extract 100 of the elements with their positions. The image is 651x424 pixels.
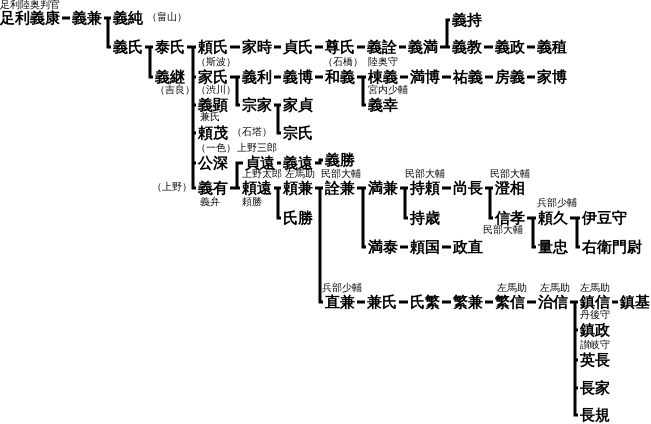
connector-line <box>357 300 365 304</box>
person-name: 詮兼 <box>325 179 355 197</box>
connector-line <box>277 162 281 164</box>
person-name: 家貞 <box>283 96 313 114</box>
person-name: 義持 <box>452 11 482 29</box>
connector-line <box>399 300 408 304</box>
annotation-label: 丹後守 <box>580 310 610 322</box>
annotation-label: 義弁 <box>200 197 220 209</box>
person-name: 長家 <box>580 379 610 397</box>
connector-line <box>527 216 536 248</box>
annotation-label: （上野） <box>152 182 192 194</box>
person-name: 宗家 <box>242 96 272 114</box>
person-name: 貞氏 <box>283 38 313 56</box>
annotation-label: 頼勝 <box>242 197 262 209</box>
person-name: 頼遠 <box>242 179 272 197</box>
person-name: 頼兼 <box>283 179 313 197</box>
connector-line <box>274 76 281 78</box>
connector-line <box>230 76 240 106</box>
connector-line <box>484 46 493 48</box>
annotation-label: 左馬助 <box>285 169 315 180</box>
connector-line <box>570 216 580 248</box>
connector-line <box>187 46 196 190</box>
person-name: 義氏 <box>113 38 143 56</box>
connector-line <box>527 300 536 304</box>
annotation-label: （畠山） <box>147 12 187 24</box>
connector-line <box>274 46 281 48</box>
annotation-label: 民部大輔 <box>490 169 530 180</box>
person-name: 尚長 <box>453 179 483 197</box>
person-name: 義教 <box>452 38 482 56</box>
person-name: 家時 <box>242 38 272 56</box>
connector-line <box>357 46 365 48</box>
person-name: 義政 <box>495 38 525 56</box>
person-name: 鎮基 <box>620 293 650 311</box>
annotation-label: （斯波） <box>196 57 236 69</box>
connector-line <box>104 16 111 48</box>
annotation-label: 民部大輔 <box>405 169 445 180</box>
connector-line <box>357 76 366 106</box>
person-name: 義継 <box>155 68 185 86</box>
connector-line <box>357 186 366 248</box>
annotation-label: 讃岐守 <box>580 340 610 352</box>
person-name: 兼氏 <box>367 293 397 311</box>
connector-line <box>485 186 493 220</box>
person-name: 泰氏 <box>155 38 185 56</box>
person-name: 満博 <box>410 68 440 86</box>
connector-line <box>274 186 281 220</box>
person-name: 直兼 <box>325 293 355 311</box>
connector-line <box>527 46 535 48</box>
annotation-label: 兵部少輔 <box>322 283 362 294</box>
person-name: 義満 <box>408 38 438 56</box>
annotation-label: 陸奥守 <box>368 57 398 69</box>
person-name: 足利義康 <box>0 9 60 27</box>
connector-line <box>399 46 406 48</box>
annotation-label: 兼氏 <box>200 112 220 124</box>
person-name: 公深 <box>198 154 228 172</box>
annotation-label: （石橋） <box>323 57 363 69</box>
annotation-label: 民部大輔 <box>483 225 523 237</box>
person-name: 右衛門尉 <box>582 238 642 256</box>
annotation-label: 左馬助 <box>497 283 527 294</box>
connector-line <box>442 246 451 248</box>
person-name: 義博 <box>283 68 313 86</box>
person-name: 頼久 <box>538 209 568 227</box>
person-name: 房義 <box>495 68 525 86</box>
person-name: 義詮 <box>367 38 397 56</box>
connector-line <box>315 186 323 304</box>
person-name: 政直 <box>453 238 483 256</box>
person-name: 氏繁 <box>410 293 440 311</box>
person-name: 満兼 <box>368 179 398 197</box>
person-name: 澄相 <box>495 179 525 197</box>
person-name: 治信 <box>538 293 568 311</box>
person-name: 祐義 <box>453 68 483 86</box>
connector-line <box>315 46 323 48</box>
person-name: 義顕 <box>198 96 228 114</box>
person-name: 持歳 <box>410 209 440 227</box>
connector-line <box>145 46 153 78</box>
connector-line <box>400 186 408 220</box>
person-name: 義純 <box>113 9 143 27</box>
annotation-label: 民部大輔 <box>321 169 361 180</box>
person-name: 義利 <box>242 68 272 86</box>
person-name: 義兼 <box>72 9 102 27</box>
person-name: 氏勝 <box>283 209 313 227</box>
person-name: 鎮信 <box>580 293 610 311</box>
connector-line <box>315 76 323 78</box>
annotation-label: （一色） <box>196 143 236 155</box>
person-name: 尊氏 <box>325 38 355 56</box>
person-name: 義幸 <box>368 96 398 114</box>
person-name: 宗氏 <box>283 124 313 142</box>
annotation-label: 宮内少輔 <box>368 85 408 97</box>
connector-line <box>442 76 451 78</box>
person-name: 信孝 <box>495 209 525 227</box>
connector-line <box>485 76 493 78</box>
person-name: 家氏 <box>198 68 228 86</box>
person-name: 頼氏 <box>198 38 228 56</box>
annotation-label: （吉良） <box>155 85 195 97</box>
annotation-label: （石塔） <box>232 127 272 139</box>
connector-line <box>442 186 451 190</box>
person-name: 和義 <box>325 68 355 86</box>
connector-line <box>62 16 70 20</box>
person-name: 義有 <box>198 179 228 197</box>
annotation-label: 兵部少輔 <box>537 198 577 210</box>
connector-line <box>485 300 493 304</box>
